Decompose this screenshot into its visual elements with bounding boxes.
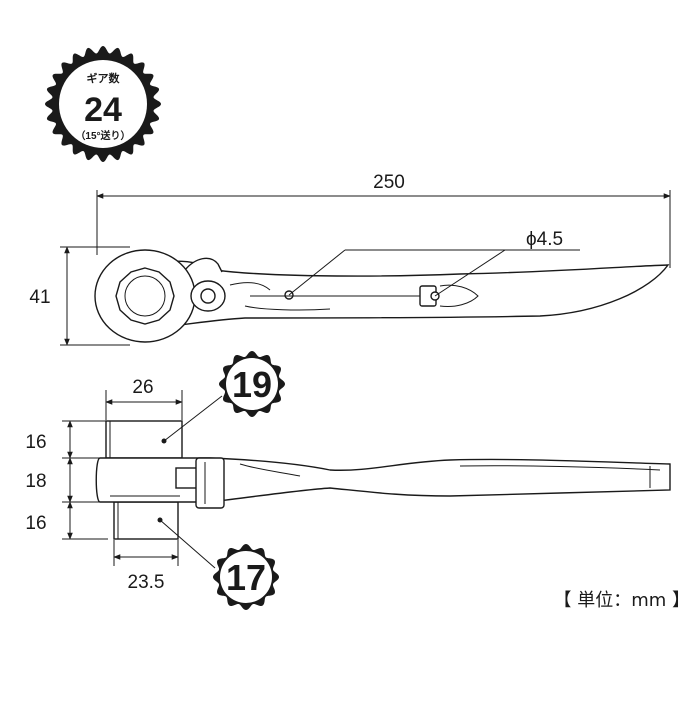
hole-diameter-callout: ϕ4.5 [288,229,580,297]
socket-size-callout-bottom: 17 [159,519,279,610]
socket-bottom-width-dimension: 23.5 [113,540,179,593]
gear-count-value: 24 [84,91,122,129]
vertical-height-dimensions: 16 18 16 [25,420,108,540]
wrench-side-view [95,420,671,540]
socket-size-bottom: 17 [226,557,266,598]
gear-count-badge: ギア数 24 （15°送り） [45,46,161,162]
socket-bottom-height-label: 16 [25,513,46,534]
total-length-label: 250 [373,172,405,193]
wrench-handle [149,260,670,329]
socket-size-top: 19 [232,364,272,405]
socket-top-height-label: 16 [25,432,46,453]
socket-top-width-label: 26 [132,377,153,398]
socket-top-width-dimension: 26 [105,377,183,420]
wrench-top-view [94,249,670,343]
socket-top [105,420,183,459]
socket-size-callout-top: 19 [163,351,285,442]
socket-bottom-width-label: 23.5 [128,572,165,593]
head-thickness-label: 18 [25,471,46,492]
side-handle [95,457,671,503]
total-length-dimension: 250 [96,172,671,268]
gear-count-heading: ギア数 [87,71,121,85]
head-width-dimension: 41 [29,246,130,346]
gear-count-note: （15°送り） [75,129,130,142]
unit-label: 【 単位：mm 】 [553,590,690,611]
socket-bottom [113,501,179,540]
hole-diameter-label: ϕ4.5 [526,229,563,250]
head-width-label: 41 [29,287,50,308]
